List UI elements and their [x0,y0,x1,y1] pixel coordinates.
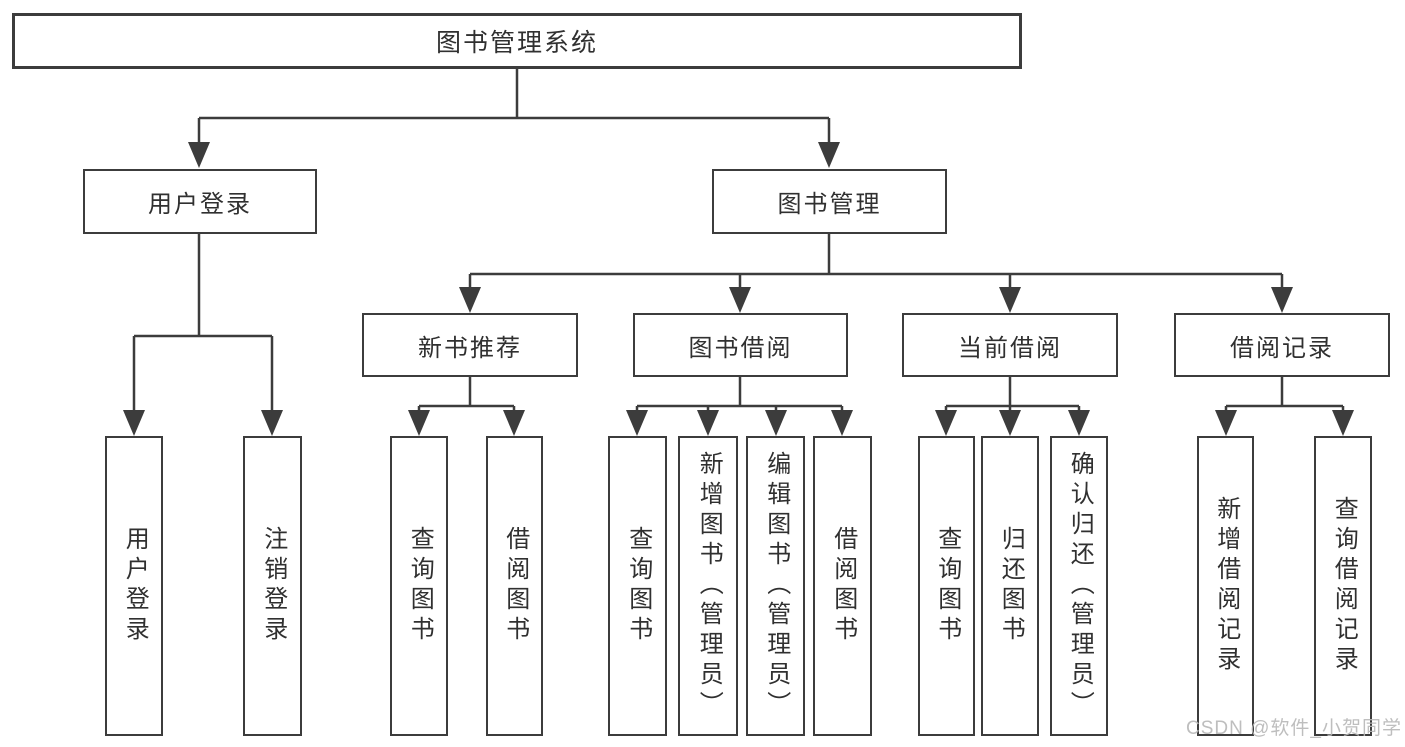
leaf-user-login: 用户登录 [105,436,163,736]
node-new-book-recommend-label: 新书推荐 [418,334,522,362]
node-borrowing-records-label: 借阅记录 [1230,334,1334,362]
node-current-borrowing: 当前借阅 [902,313,1118,377]
node-book-borrowing-label: 图书借阅 [688,334,793,362]
connector-paths [132,68,1345,412]
node-book-management: 图书管理 [712,169,947,234]
leaf-records-query-record: 查询借阅记录 [1314,436,1372,736]
csdn-watermark: CSDN @软件_小贺同学 [1186,718,1402,739]
leaf-borrowing-edit-books: 编辑图书（管理员） [746,436,805,736]
leaf-current-return-books: 归还图书 [981,436,1039,736]
leaf-records-query-record-label: 查询借阅记录 [1330,496,1358,676]
node-new-book-recommend: 新书推荐 [362,313,578,377]
leaf-borrowing-borrow-books: 借阅图书 [813,436,872,736]
leaf-borrowing-query-books: 查询图书 [608,436,667,736]
node-current-borrowing-label: 当前借阅 [958,334,1062,362]
leaf-current-return-books-label: 归还图书 [997,526,1025,646]
leaf-current-query-books: 查询图书 [918,436,975,736]
arrow-heads [123,142,1354,436]
leaf-recommend-query-books-label: 查询图书 [406,526,434,646]
leaf-borrowing-add-books: 新增图书（管理员） [678,436,738,736]
leaf-logout-label: 注销登录 [259,526,287,646]
leaf-current-confirm-return: 确认归还（管理员） [1050,436,1108,736]
leaf-recommend-query-books: 查询图书 [390,436,448,736]
leaf-borrowing-add-books-label: 新增图书（管理员） [695,451,723,721]
leaf-records-add-record: 新增借阅记录 [1197,436,1254,736]
leaf-records-add-record-label: 新增借阅记录 [1212,496,1240,676]
leaf-recommend-borrow-books-label: 借阅图书 [501,526,529,646]
node-borrowing-records: 借阅记录 [1174,313,1390,377]
leaf-borrowing-query-books-label: 查询图书 [624,526,652,646]
leaf-current-query-books-label: 查询图书 [933,526,961,646]
leaf-recommend-borrow-books: 借阅图书 [486,436,543,736]
leaf-logout: 注销登录 [243,436,302,736]
leaf-borrowing-edit-books-label: 编辑图书（管理员） [762,451,790,721]
leaf-borrowing-borrow-books-label: 借阅图书 [829,526,857,646]
node-book-management-label: 图书管理 [777,191,882,218]
leaf-current-confirm-return-label: 确认归还（管理员） [1066,451,1094,721]
node-user-login: 用户登录 [83,169,317,234]
node-root-label: 图书管理系统 [435,29,598,57]
node-root: 图书管理系统 [12,13,1022,69]
node-book-borrowing: 图书借阅 [633,313,848,377]
node-user-login-label: 用户登录 [148,191,252,218]
leaf-user-login-label: 用户登录 [121,526,149,646]
